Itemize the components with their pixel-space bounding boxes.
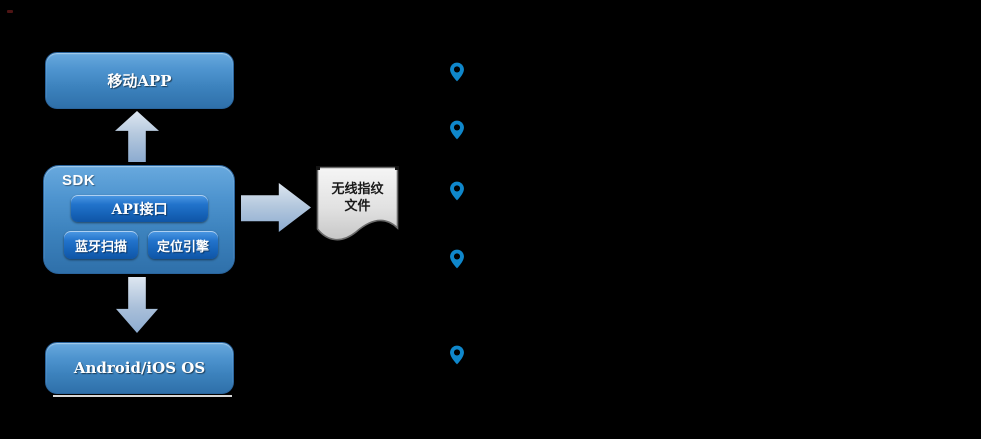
location-pin-icon — [449, 181, 465, 201]
location-pin-icon — [449, 249, 465, 269]
document-label: 无线指纹 文件 — [316, 181, 399, 215]
divider-line — [53, 395, 232, 397]
sdk-box: SDK API接口 蓝牙扫描 定位引擎 — [43, 165, 235, 274]
api-interface-button: API接口 — [71, 195, 208, 222]
bluetooth-scan-button: 蓝牙扫描 — [64, 231, 138, 259]
arrow-up-icon — [115, 111, 159, 162]
document-label-line1: 无线指纹 — [331, 182, 384, 197]
document-shape-icon — [316, 166, 399, 241]
android-ios-os-box-label: Android/iOS OS — [73, 359, 206, 377]
shape-handle — [316, 166, 320, 170]
arrow-right-icon — [241, 183, 311, 232]
arrow-down-icon — [116, 277, 158, 333]
location-pin-icon — [449, 345, 465, 365]
wireless-fingerprint-document: 无线指纹 文件 — [316, 166, 399, 248]
artifact-dot — [7, 10, 13, 13]
document-label-line2: 文件 — [344, 199, 371, 214]
sdk-box-label: SDK — [62, 172, 96, 189]
shape-handle — [395, 166, 399, 170]
location-pin-icon — [449, 62, 465, 82]
positioning-engine-button: 定位引擎 — [148, 231, 218, 259]
mobile-app-box-label: 移动APP — [107, 72, 172, 90]
mobile-app-box: 移动APP — [45, 52, 234, 109]
android-ios-os-box: Android/iOS OS — [45, 342, 234, 394]
location-pin-icon — [449, 120, 465, 140]
